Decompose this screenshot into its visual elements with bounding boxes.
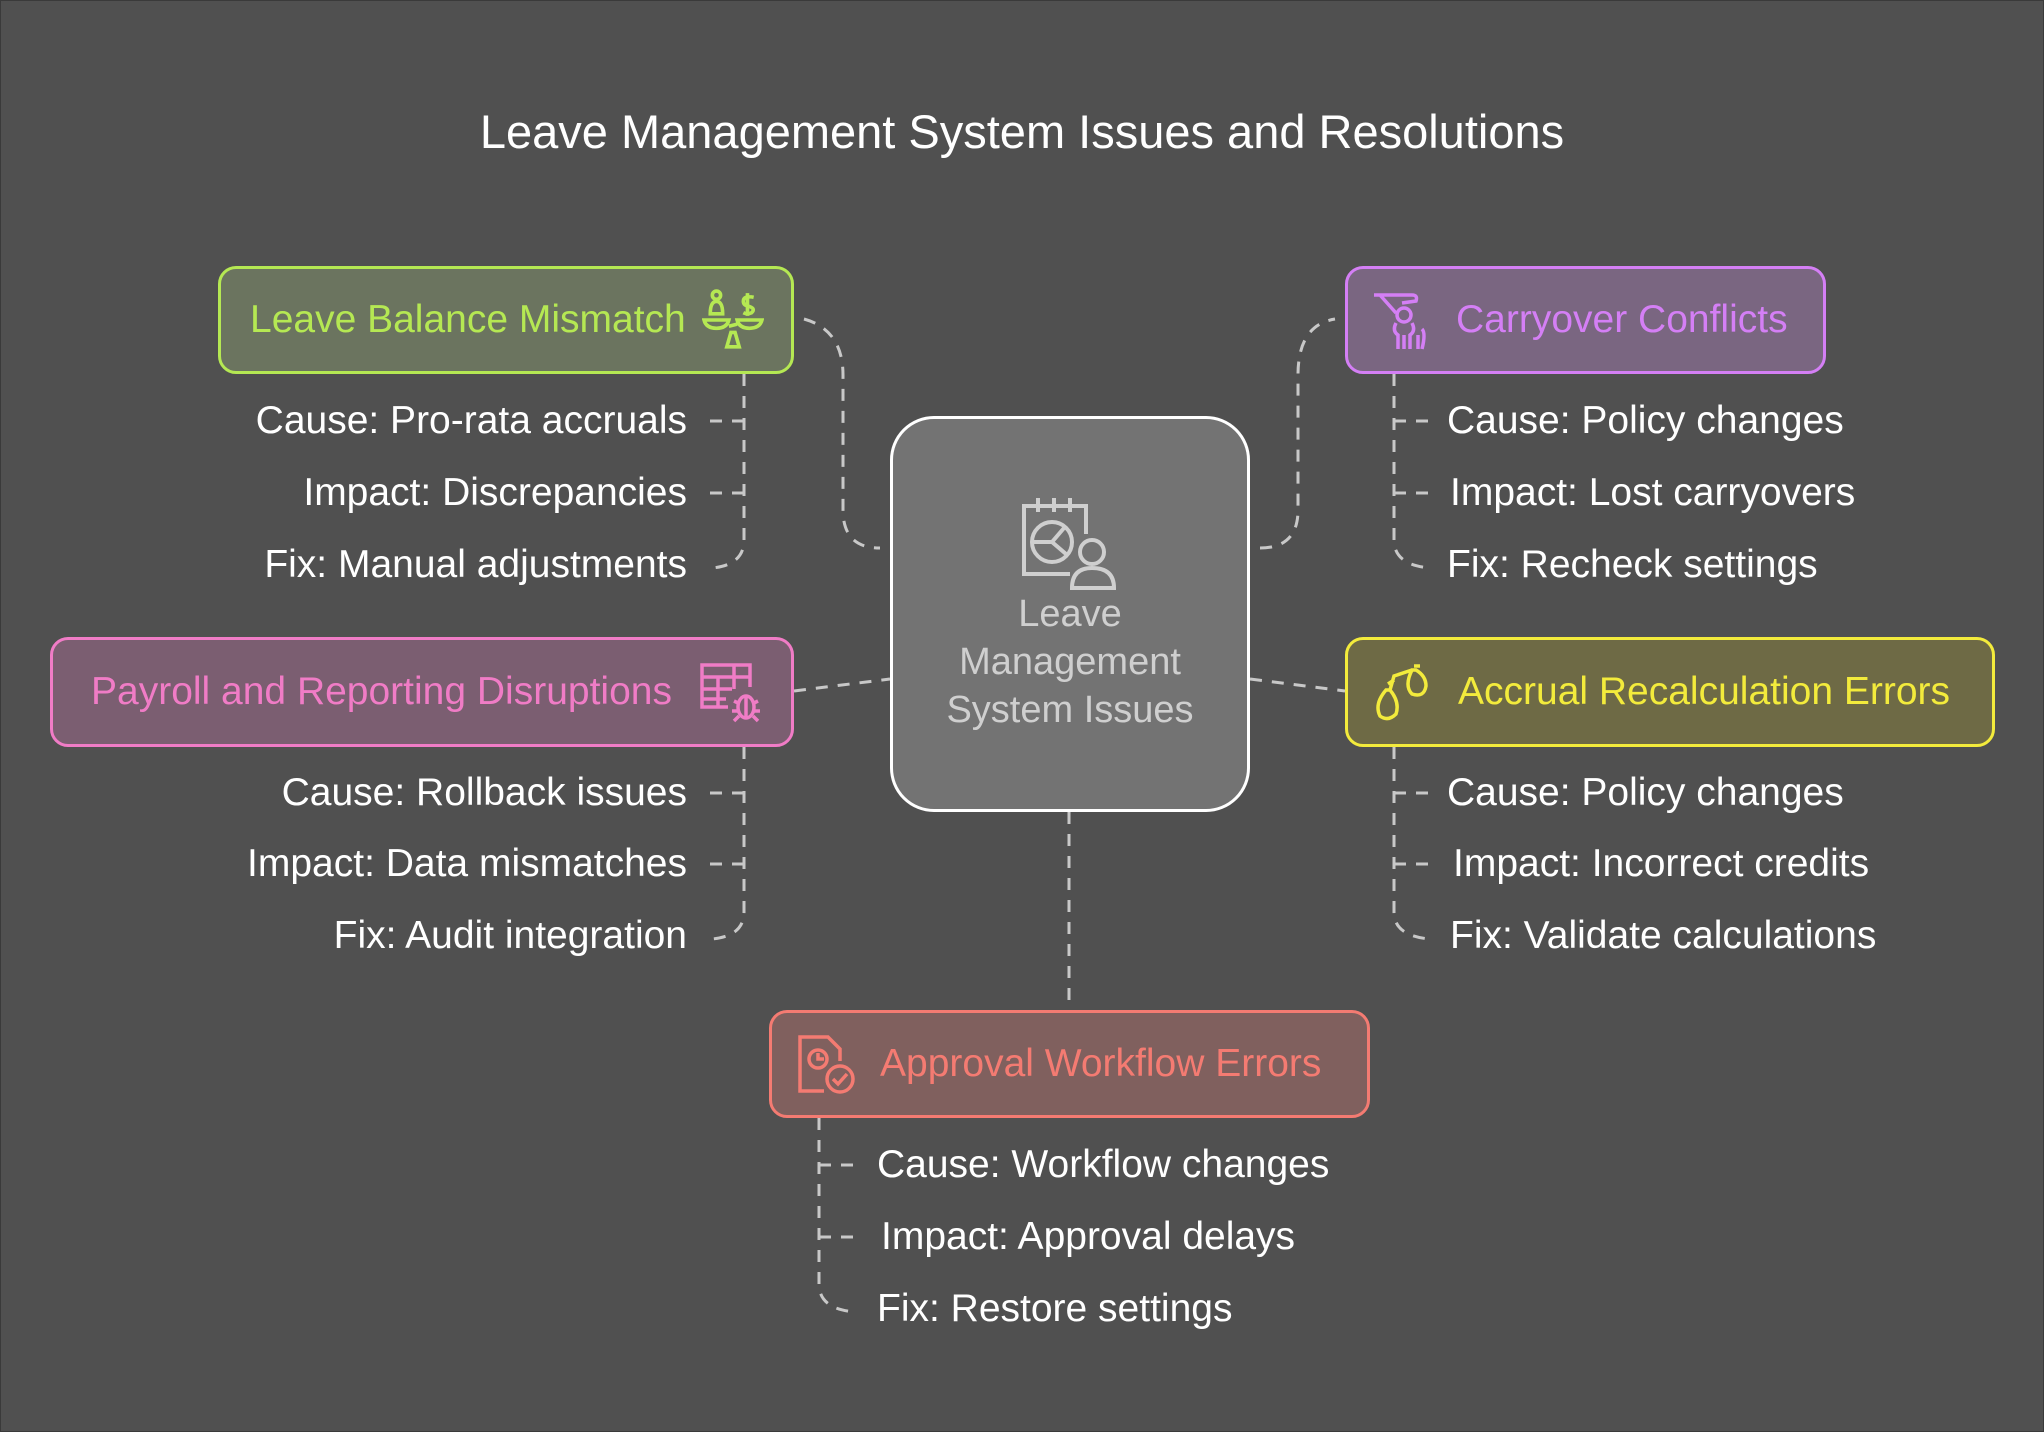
calendar-chart-user-icon <box>1022 498 1117 590</box>
approval-impact: Impact: Approval delays <box>881 1215 1296 1258</box>
topic-label: Accrual Recalculation Errors <box>1458 670 1951 713</box>
payroll-cause: Cause: Rollback issues <box>281 771 687 814</box>
leave-balance-fix: Fix: Manual adjustments <box>264 543 687 586</box>
connector-leave-balance-items <box>710 374 746 570</box>
connector-carryover-items <box>1392 374 1431 570</box>
connector-approval-items <box>817 1118 856 1314</box>
connector-center-accrual <box>1249 677 1346 693</box>
topic-approval: Approval Workflow Errors <box>769 1010 1370 1118</box>
approval-fix: Fix: Restore settings <box>877 1287 1233 1330</box>
accrual-fix: Fix: Validate calculations <box>1450 914 1877 957</box>
accrual-cause: Cause: Policy changes <box>1447 771 1844 814</box>
topic-label: Approval Workflow Errors <box>880 1042 1322 1085</box>
connector-payroll-items <box>710 747 746 941</box>
central-topic: Leave Management System Issues <box>890 416 1250 812</box>
central-topic-label: Leave Management System Issues <box>946 593 1194 731</box>
topic-label: Leave Balance Mismatch <box>250 298 686 341</box>
topic-accrual: Accrual Recalculation Errors <box>1345 637 1995 747</box>
carryover-cause: Cause: Policy changes <box>1447 399 1844 442</box>
leave-balance-cause: Cause: Pro-rata accruals <box>255 399 687 442</box>
connector-center-leave-balance <box>803 317 881 550</box>
diagram-title: Leave Management System Issues and Resol… <box>479 105 1565 158</box>
topic-label: Carryover Conflicts <box>1456 298 1788 341</box>
table-bug-icon <box>700 663 760 723</box>
topic-label: Payroll and Reporting Disruptions <box>91 670 672 713</box>
topic-payroll: Payroll and Reporting Disruptions <box>50 637 794 747</box>
document-check-icon <box>798 1035 855 1094</box>
carryover-fix: Fix: Recheck settings <box>1447 543 1818 586</box>
hand-person-icon <box>1374 293 1426 350</box>
connector-accrual-items <box>1392 747 1431 941</box>
approval-cause: Cause: Workflow changes <box>877 1143 1330 1186</box>
topic-carryover: Carryover Conflicts <box>1345 266 1826 374</box>
carryover-impact: Impact: Lost carryovers <box>1450 471 1856 514</box>
connector-center-payroll <box>793 677 891 693</box>
accrual-impact: Impact: Incorrect credits <box>1453 842 1870 885</box>
payroll-impact: Impact: Data mismatches <box>247 842 687 885</box>
balance-scale-icon <box>701 289 764 349</box>
connector-center-carryover <box>1259 317 1336 550</box>
leave-balance-impact: Impact: Discrepancies <box>303 471 687 514</box>
money-bags-icon <box>1376 664 1428 721</box>
payroll-fix: Fix: Audit integration <box>333 914 687 957</box>
topic-leave-balance: Leave Balance Mismatch <box>218 266 794 374</box>
